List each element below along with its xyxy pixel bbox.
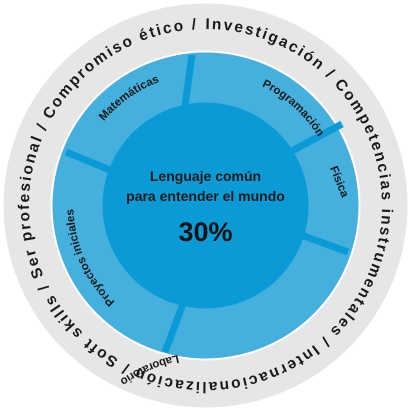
separator-proyectos-matematicas [64,148,112,174]
center-disk [102,102,309,309]
center-title-line-1: Lenguaje común [150,168,261,184]
separator-programacion-fisica [288,120,344,156]
center-percentage: 30% [178,217,232,247]
center-title-line-2: para entender el mundo [126,188,285,204]
